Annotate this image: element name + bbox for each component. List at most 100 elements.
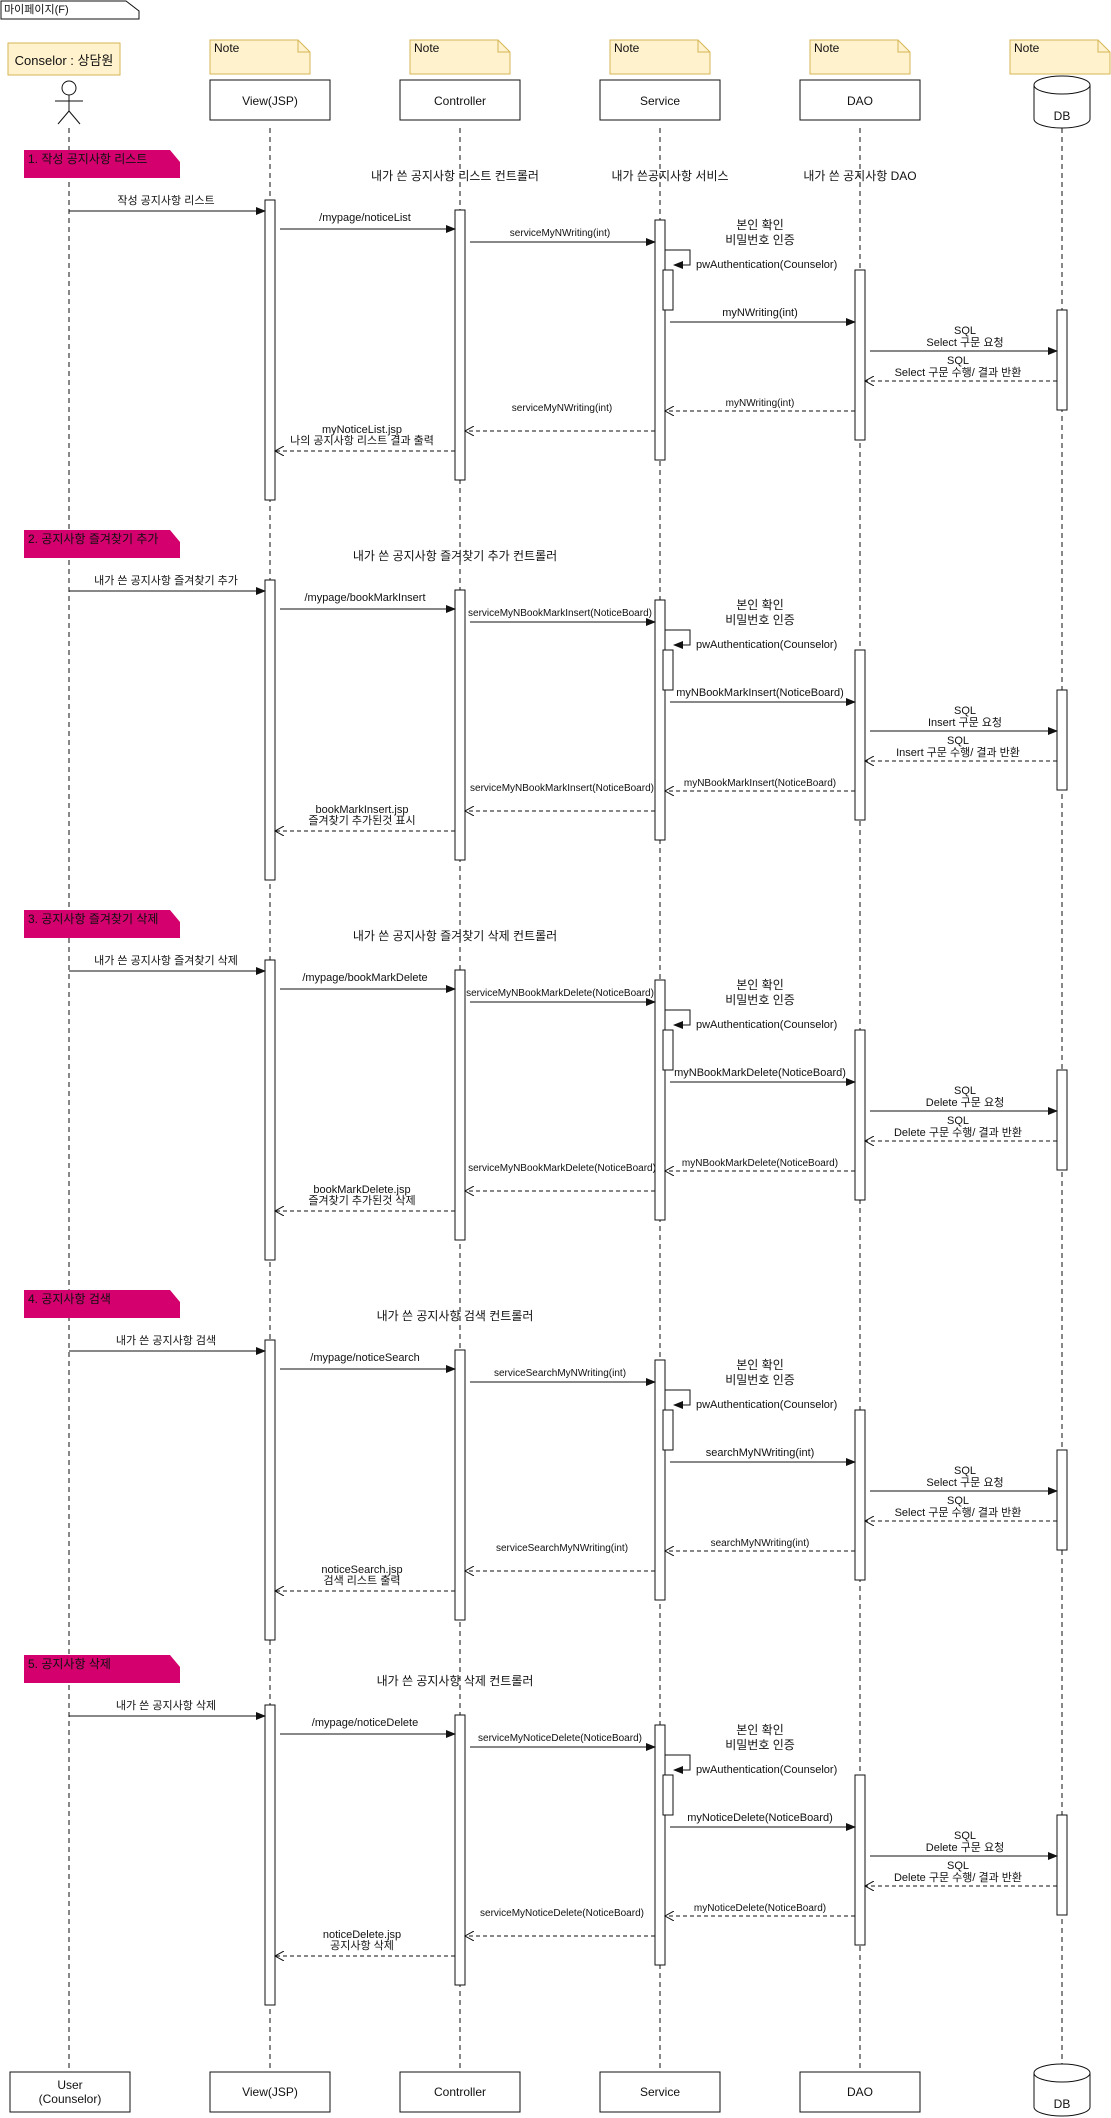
message-label: 내가 쓴 공지사항 검색 <box>116 1334 216 1347</box>
db-response-label: SQL <box>947 1495 969 1507</box>
db-request-label: Delete 구문 요청 <box>926 1841 1004 1854</box>
note-shape <box>209 39 311 75</box>
activation-db <box>1056 1814 1068 1916</box>
db-request-label: SQL <box>954 705 976 717</box>
activation-service-nested <box>662 1409 674 1451</box>
self-call-arrow <box>665 1389 691 1409</box>
actor-footer: User(Counselor) <box>9 2071 131 2113</box>
section-tag-label: 4. 공지사항 검색 <box>28 1292 111 1306</box>
participant-label: Controller <box>434 94 486 108</box>
activation-controller <box>454 1349 466 1621</box>
note-tab: Note <box>809 39 911 75</box>
db-request-label: Select 구문 요청 <box>926 336 1003 349</box>
db-response-label: SQL <box>947 1115 969 1127</box>
self-note-line: 비밀번호 인증 <box>725 1373 795 1387</box>
actor-header: Conselor : 상담원 <box>7 42 121 125</box>
self-call-label: pwAuthentication(Counselor) <box>696 1399 837 1411</box>
return-label: noticeSearch.jsp <box>321 1564 402 1576</box>
database-body <box>1033 2073 1091 2117</box>
message-label: /mypage/noticeSearch <box>310 1352 419 1364</box>
return-label: myNoticeList.jsp <box>322 424 402 436</box>
participant-box <box>799 79 921 121</box>
section-tag: 2. 공지사항 즐겨찾기 추가 <box>24 530 180 558</box>
return-label: noticeDelete.jsp <box>323 1929 401 1941</box>
database-icon: DB <box>1033 2063 1091 2117</box>
message-label: serviceMyNoticeDelete(NoticeBoard) <box>478 1733 642 1744</box>
self-call-label: pwAuthentication(Counselor) <box>696 639 837 651</box>
activation-db <box>1056 1449 1068 1551</box>
return-label: myNBookMarkInsert(NoticeBoard) <box>684 778 836 789</box>
return-label: serviceMyNoticeDelete(NoticeBoard) <box>480 1908 644 1919</box>
self-note-line: 비밀번호 인증 <box>725 613 795 627</box>
activation-controller <box>454 969 466 1241</box>
activation-db <box>1056 309 1068 411</box>
note-tab: Note <box>1009 39 1111 75</box>
participant-label: Controller <box>434 2085 486 2099</box>
return-label: 공지사항 삭제 <box>330 1939 394 1952</box>
section-header-controller: 내가 쓴 공지사항 즐겨찾기 삭제 컨트롤러 <box>353 929 557 943</box>
message-label: 작성 공지사항 리스트 <box>117 194 214 207</box>
section-tag-label: 2. 공지사항 즐겨찾기 추가 <box>28 532 158 546</box>
section-header-service: 내가 쓴공지사항 서비스 <box>611 169 728 183</box>
db-response-label: Delete 구문 수행/ 결과 반환 <box>894 1871 1022 1884</box>
message-label: myNBookMarkInsert(NoticeBoard) <box>676 687 844 699</box>
activation-service <box>654 1724 666 1966</box>
database-top <box>1033 75 1091 95</box>
activation-view <box>264 1339 276 1641</box>
activation-view <box>264 1704 276 2006</box>
participant-footer: Controller <box>399 2071 521 2113</box>
self-call-label: pwAuthentication(Counselor) <box>696 1019 837 1031</box>
activation-service <box>654 1359 666 1601</box>
activation-dao <box>854 269 866 441</box>
self-note-line: 본인 확인 <box>736 218 784 232</box>
self-note-line: 비밀번호 인증 <box>725 233 795 247</box>
section-header-controller: 내가 쓴 공지사항 검색 컨트롤러 <box>377 1309 534 1323</box>
note-label: Note <box>214 41 240 55</box>
return-label: myNBookMarkDelete(NoticeBoard) <box>682 1158 838 1169</box>
note-label: Note <box>814 41 840 55</box>
participant-viewjsp: View(JSP) <box>209 79 331 121</box>
note-label: Note <box>614 41 640 55</box>
actor-name: Conselor : 상담원 <box>15 53 114 68</box>
return-label: serviceSearchMyNWriting(int) <box>496 1543 628 1554</box>
db-request-label: Insert 구문 요청 <box>928 716 1002 729</box>
note-fold <box>1097 40 1110 53</box>
section-tag: 5. 공지사항 삭제 <box>24 1655 180 1683</box>
activation-service-nested <box>662 1774 674 1816</box>
note-fold <box>697 40 710 53</box>
activation-db <box>1056 689 1068 791</box>
note-shape <box>409 39 511 75</box>
section-tag: 3. 공지사항 즐겨찾기 삭제 <box>24 910 180 938</box>
activation-service <box>654 599 666 841</box>
self-note-line: 본인 확인 <box>736 1723 784 1737</box>
participant-label: DAO <box>847 2085 873 2099</box>
participant-box <box>209 79 331 121</box>
activation-service-nested <box>662 649 674 691</box>
activation-controller <box>454 209 466 481</box>
participant-box <box>799 2071 921 2113</box>
db-response-label: SQL <box>947 1860 969 1872</box>
db-request-label: Delete 구문 요청 <box>926 1096 1004 1109</box>
note-tab: Note <box>609 39 711 75</box>
return-label: bookMarkInsert.jsp <box>316 804 409 816</box>
db-request-label: SQL <box>954 325 976 337</box>
return-label: serviceMyNBookMarkInsert(NoticeBoard) <box>470 783 654 794</box>
message-label: serviceMyNWriting(int) <box>510 228 610 239</box>
return-label: searchMyNWriting(int) <box>711 1538 810 1549</box>
db-request-label: SQL <box>954 1465 976 1477</box>
db-response-label: SQL <box>947 735 969 747</box>
self-note-line: 본인 확인 <box>736 598 784 612</box>
message-label: serviceSearchMyNWriting(int) <box>494 1368 626 1379</box>
note-label: Note <box>1014 41 1040 55</box>
participant-box <box>399 79 521 121</box>
participant-box <box>399 2071 521 2113</box>
participant-label: DB <box>1054 109 1071 123</box>
